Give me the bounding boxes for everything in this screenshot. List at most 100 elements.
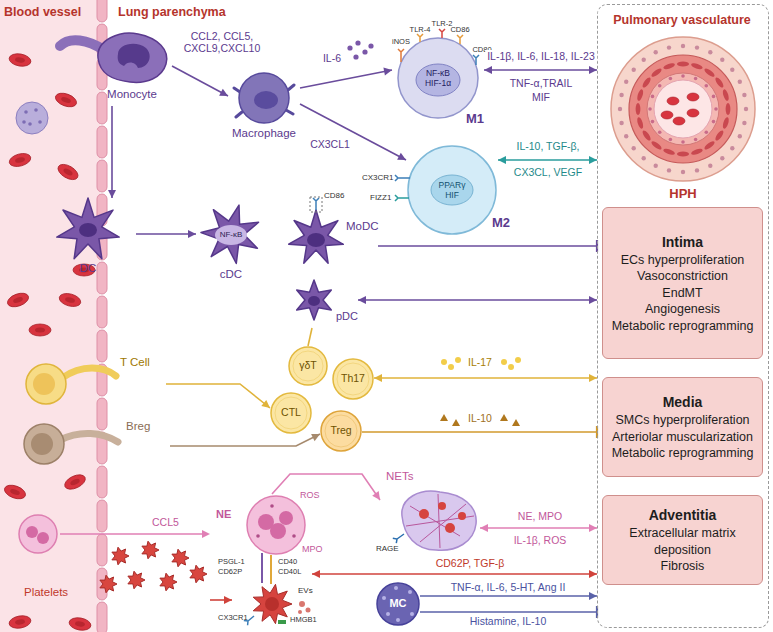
arrow-head bbox=[589, 374, 597, 382]
red-blood-cell bbox=[65, 296, 76, 303]
drawn-mark bbox=[306, 608, 311, 613]
arrow-head bbox=[219, 89, 228, 96]
drawn-mark bbox=[297, 280, 332, 320]
endothelial-cell bbox=[97, 92, 107, 124]
endothelial-cell bbox=[97, 466, 107, 498]
mast-cell: MC bbox=[376, 582, 420, 626]
arrow-head bbox=[188, 230, 196, 238]
endothelial-cell bbox=[97, 126, 107, 158]
drawn-mark bbox=[265, 597, 279, 611]
drawn-mark bbox=[654, 80, 712, 138]
drawn-mark bbox=[677, 62, 689, 67]
drawn-mark bbox=[79, 223, 97, 237]
drawn-mark bbox=[694, 77, 698, 81]
connector-line bbox=[484, 69, 597, 71]
drawn-mark bbox=[473, 55, 479, 65]
endothelial-cell bbox=[97, 0, 107, 22]
connector bbox=[272, 474, 380, 500]
t-cell: T Cell bbox=[20, 356, 166, 406]
connector-line bbox=[300, 104, 406, 160]
arrow-head bbox=[589, 156, 597, 164]
drawn-mark bbox=[160, 573, 177, 591]
drawn-mark bbox=[172, 549, 189, 567]
node-label: Blood vessel bbox=[4, 5, 81, 19]
drawn-mark bbox=[708, 50, 712, 54]
drawn-mark bbox=[256, 534, 260, 538]
node-label: NF-κB bbox=[220, 230, 243, 239]
neutrophil-cell bbox=[19, 515, 57, 553]
node-label: NE bbox=[216, 508, 231, 521]
item-text: ECs hyperproliferation bbox=[621, 252, 745, 269]
box-title: Intima bbox=[662, 232, 703, 252]
drawn-mark bbox=[215, 225, 247, 245]
connector-line bbox=[358, 299, 597, 301]
drawn-mark bbox=[673, 117, 685, 125]
drawn-mark bbox=[408, 146, 496, 234]
drawn-mark bbox=[417, 34, 423, 42]
drawn-mark bbox=[279, 511, 293, 525]
drawn-mark bbox=[705, 84, 709, 88]
drawn-mark bbox=[247, 496, 305, 554]
cytokine-dot bbox=[448, 364, 454, 370]
node-label: Breg bbox=[126, 420, 150, 433]
drawn-mark bbox=[271, 393, 311, 433]
drawn-mark bbox=[636, 116, 644, 129]
node-label: ROS bbox=[300, 490, 320, 500]
node-label: CTL bbox=[281, 406, 301, 418]
drawn-mark bbox=[663, 62, 676, 70]
arrow-head bbox=[358, 296, 366, 304]
t-cell: CTL bbox=[270, 392, 312, 434]
node-label: MPO bbox=[302, 544, 323, 554]
annotation-label: IL-1β, ROS bbox=[512, 534, 569, 546]
drawn-mark bbox=[278, 620, 286, 624]
node-label: PSGL-1 bbox=[218, 558, 245, 567]
red-blood-cell bbox=[8, 614, 32, 630]
drawn-mark bbox=[642, 58, 646, 62]
drawn-mark bbox=[382, 596, 386, 600]
platelet-group: Platelets bbox=[20, 534, 210, 610]
node-label: PPARγ HIF bbox=[434, 181, 470, 201]
arrow-head bbox=[312, 570, 320, 578]
node-label: RAGE bbox=[376, 544, 399, 553]
drawn-mark bbox=[722, 89, 730, 102]
drawn-mark bbox=[112, 547, 129, 565]
t-cell: Th17 bbox=[332, 358, 374, 400]
connector-line bbox=[111, 106, 113, 198]
node-label: TLR-4 bbox=[410, 26, 431, 35]
drawn-mark bbox=[457, 35, 463, 44]
arrow-head bbox=[589, 66, 597, 74]
arrow-head bbox=[311, 434, 320, 441]
drawn-mark bbox=[695, 168, 699, 172]
red-blood-cell bbox=[58, 291, 82, 308]
granule-dot bbox=[24, 110, 28, 114]
red-blood-cell bbox=[12, 296, 23, 304]
drawn-mark bbox=[663, 148, 676, 156]
node-label: Macrophage bbox=[232, 127, 296, 140]
granule-dot bbox=[22, 120, 26, 124]
drawn-mark bbox=[289, 347, 327, 385]
node-label: Pulmonary vasculature bbox=[613, 13, 751, 27]
connector-line bbox=[308, 328, 312, 346]
node-shape bbox=[282, 204, 378, 266]
drawn-mark bbox=[62, 368, 116, 378]
vessel-figure: HPH bbox=[605, 33, 761, 207]
blood-lumen bbox=[0, 0, 100, 632]
drawn-mark bbox=[708, 164, 712, 168]
layer-box: AdventitiaExtracellular matrix depositio… bbox=[602, 495, 763, 585]
drawn-mark bbox=[395, 195, 409, 201]
arrow-head bbox=[383, 68, 392, 76]
red-blood-cell bbox=[68, 616, 92, 632]
red-blood-cell bbox=[3, 483, 28, 502]
drawn-mark bbox=[445, 523, 455, 533]
drawn-mark bbox=[24, 424, 64, 464]
drawn-mark bbox=[270, 523, 286, 539]
cytokine-dot bbox=[501, 359, 507, 365]
node-label: HPH bbox=[669, 187, 696, 202]
drawn-mark bbox=[142, 541, 159, 559]
edge-label: TNF-α, IL-6, 5-HT, Ang II bbox=[449, 581, 568, 593]
edge-label: CX3CL1 bbox=[308, 138, 352, 150]
box-title: Adventitia bbox=[649, 505, 717, 525]
drawn-mark bbox=[726, 103, 731, 115]
arrow-head bbox=[480, 524, 488, 532]
red-blood-cell bbox=[15, 619, 26, 626]
